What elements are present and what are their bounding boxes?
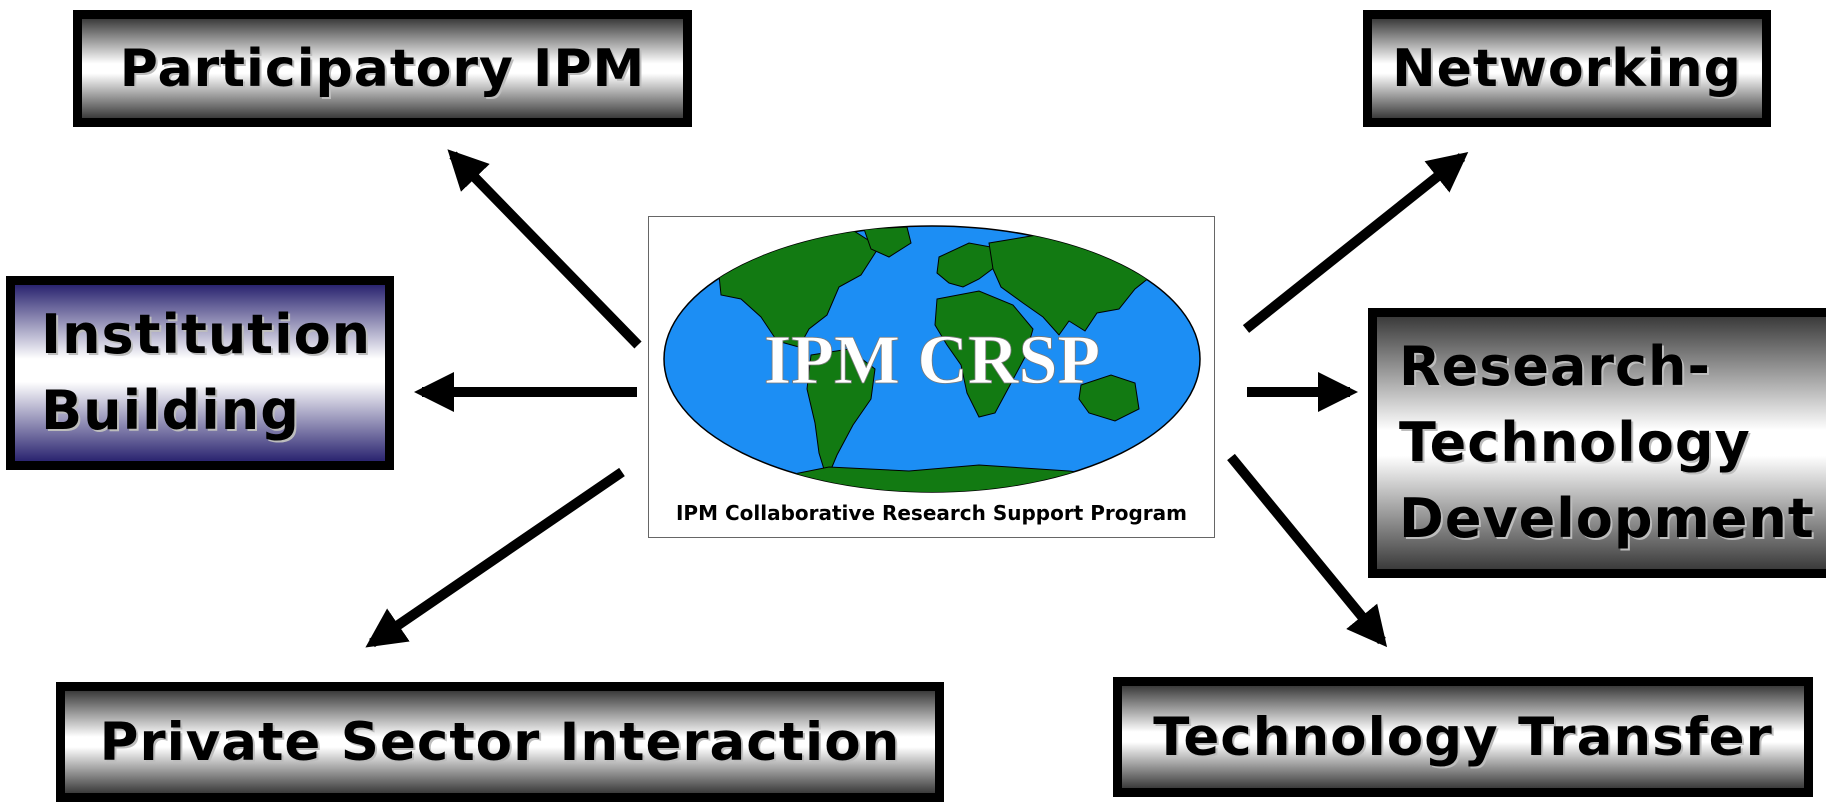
participatory-ipm-box: Participatory IPM bbox=[73, 10, 692, 127]
research-technology-development-box: Research- Technology Development bbox=[1368, 308, 1826, 578]
australia-shape bbox=[1078, 374, 1140, 422]
institution-building-box: Institution Building bbox=[6, 276, 394, 470]
antarctica-shape bbox=[768, 464, 1130, 492]
networking-label: Networking bbox=[1392, 38, 1742, 99]
institution-building-line-1: Institution bbox=[41, 303, 372, 366]
research-line-3: Development bbox=[1399, 487, 1815, 550]
south-america-shape bbox=[806, 348, 876, 481]
research-line-1: Research- bbox=[1399, 335, 1711, 398]
arrow-to-technology-transfer bbox=[1227, 453, 1388, 648]
europe-shape bbox=[936, 242, 996, 288]
ipm-crsp-subtitle: IPM Collaborative Research Support Progr… bbox=[675, 501, 1187, 525]
north-america-shape bbox=[718, 230, 880, 348]
participatory-ipm-label: Participatory IPM bbox=[119, 38, 646, 99]
africa-shape bbox=[934, 290, 1034, 418]
greenland-shape bbox=[863, 226, 912, 258]
arrow-to-participatory bbox=[447, 149, 642, 349]
arrow-to-networking bbox=[1242, 152, 1469, 333]
private-sector-interaction-box: Private Sector Interaction bbox=[56, 682, 944, 802]
technology-transfer-label: Technology Transfer bbox=[1153, 706, 1773, 768]
institution-building-line-2: Building bbox=[41, 379, 300, 442]
networking-box: Networking bbox=[1363, 10, 1771, 127]
world-map-icon: IPM CRSP bbox=[663, 225, 1201, 493]
ipm-crsp-title: IPM CRSP bbox=[764, 322, 1100, 399]
private-sector-interaction-label: Private Sector Interaction bbox=[99, 711, 901, 773]
ipm-crsp-logo: IPM CRSP IPM Collaborative Research Supp… bbox=[648, 216, 1215, 538]
technology-transfer-box: Technology Transfer bbox=[1113, 677, 1813, 797]
research-line-2: Technology bbox=[1399, 411, 1751, 474]
arrow-to-private-sector bbox=[365, 467, 625, 648]
